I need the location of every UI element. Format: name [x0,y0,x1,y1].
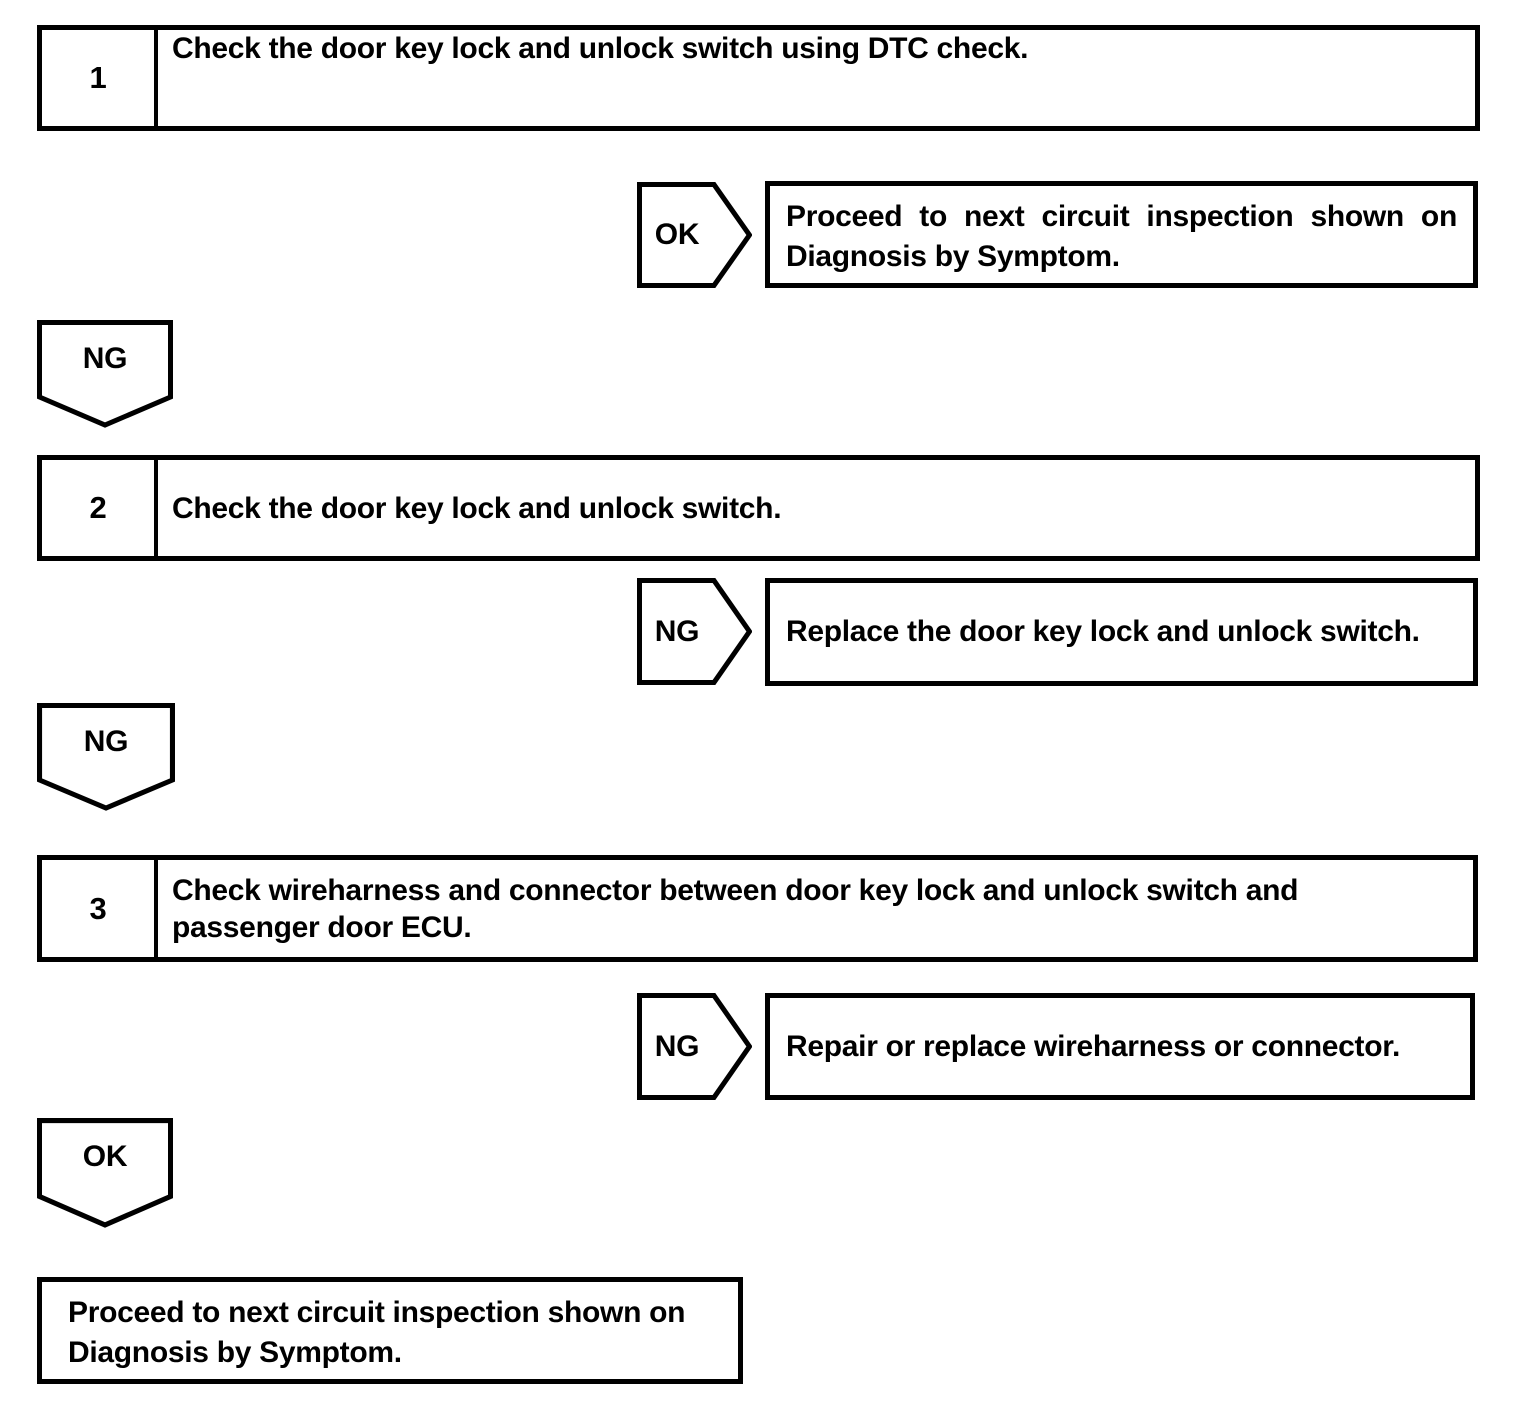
end-box: Proceed to next circuit inspection shown… [37,1277,743,1384]
branch-3-ng-arrow: NG [637,993,752,1100]
step-2-number: 2 [42,460,158,556]
step-3-instruction-line: passenger door ECU. [172,910,472,944]
branch-1-ok-arrow: OK [637,182,752,288]
step-1-number: 1 [42,30,158,126]
connector-2-label: NG [83,725,129,758]
branch-1-result-box: Proceed to next circuit inspection shown… [765,181,1478,288]
end-box-line: Proceed to next circuit inspection shown… [68,1296,686,1329]
branch-3-result-box: Repair or replace wireharness or connect… [765,993,1475,1100]
step-3-instruction-line: Check wireharness and connector between … [172,873,1299,907]
arrow-right-pentagon-icon [637,578,752,685]
step-3-number: 3 [42,860,158,957]
connector-3-label: OK [82,1140,128,1173]
arrow-down-pentagon-icon [37,320,173,428]
step-3-box: 3 Check wireharness and connector betwee… [37,855,1478,962]
end-box-line: Diagnosis by Symptom. [68,1336,402,1369]
branch-2-result-box: Replace the door key lock and unlock swi… [765,578,1478,686]
step-2-box: 2 Check the door key lock and unlock swi… [37,455,1480,561]
arrow-down-pentagon-icon [37,1118,173,1228]
branch-1-arrow-label: OK [654,218,700,251]
connector-2-ng: NG [37,703,175,811]
branch-1-result-line: Diagnosis by Symptom. [786,240,1120,273]
branch-1-result-line: Proceed to next circuit inspection shown… [786,200,1457,233]
branch-2-ng-arrow: NG [637,578,752,685]
step-2-instruction-line: Check the door key lock and unlock switc… [172,491,782,525]
step-1-box: 1 Check the door key lock and unlock swi… [37,25,1480,131]
branch-2-arrow-label: NG [654,614,700,648]
branch-3-result-line: Repair or replace wireharness or connect… [786,1029,1401,1063]
arrow-down-pentagon-icon [37,703,175,811]
connector-3-ok: OK [37,1118,173,1228]
branch-3-arrow-label: NG [654,1029,700,1063]
arrow-right-pentagon-icon [637,993,752,1100]
step-2-instruction: Check the door key lock and unlock switc… [158,460,1475,556]
step-1-instruction-line: Check the door key lock and unlock switc… [172,32,1029,65]
connector-1-label: NG [82,342,128,375]
connector-1-ng: NG [37,320,173,428]
step-3-instruction: Check wireharness and connector between … [158,860,1473,957]
branch-2-result-line: Replace the door key lock and unlock swi… [786,615,1420,648]
step-1-instruction: Check the door key lock and unlock switc… [158,30,1475,126]
arrow-right-pentagon-icon [637,182,752,288]
